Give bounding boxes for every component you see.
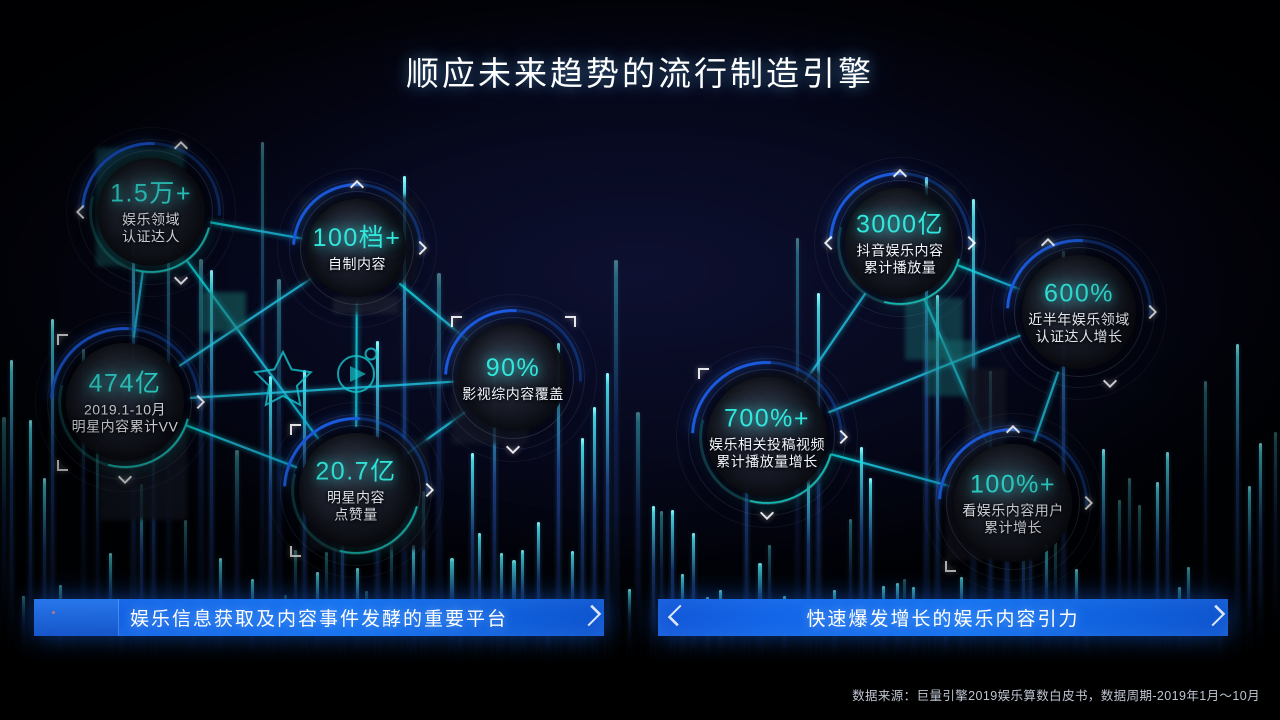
- node-metric-value: 100档+: [312, 224, 402, 253]
- node-text: 90%影视综内容覆盖: [413, 353, 613, 403]
- node-metric-value: 474亿: [88, 369, 162, 398]
- node-metric-value: 700%+: [723, 404, 811, 433]
- node-metric-value: 100%+: [969, 470, 1057, 499]
- corner-bracket-icon: [565, 316, 576, 327]
- metric-node-left-n1[interactable]: 1.5万+娱乐领域认证达人: [52, 113, 250, 311]
- node-metric-label: 累计增长: [984, 519, 1042, 536]
- node-metric-label: 累计播放量增长: [716, 453, 818, 470]
- metric-node-left-n2[interactable]: 100档+ 自制内容: [265, 156, 449, 340]
- page-title: 顺应未来趋势的流行制造引擎: [406, 55, 874, 92]
- corner-bracket-icon: [290, 546, 301, 557]
- metric-node-left-n5[interactable]: 20.7亿明星内容点赞量: [252, 386, 460, 594]
- node-metric-label: 自制内容: [328, 255, 386, 272]
- corner-bracket-icon: [451, 316, 462, 327]
- node-metric-label: 明星内容累计VV: [71, 418, 179, 435]
- metric-node-right-n4[interactable]: 100%+看娱乐内容用户累计增长: [907, 397, 1119, 609]
- banner-right[interactable]: 快速爆发增长的娱乐内容引力: [658, 599, 1228, 636]
- banner-right-label: 快速爆发增长的娱乐内容引力: [806, 609, 1080, 630]
- chevron-right-icon: [1206, 608, 1217, 627]
- node-metric-label: 累计播放量: [863, 259, 937, 276]
- node-metric-value: 90%: [485, 354, 541, 383]
- banner-right-chevron-right[interactable]: [1194, 608, 1228, 627]
- corner-bracket-icon: [698, 368, 709, 379]
- banner-left-chevron-right[interactable]: [570, 608, 604, 627]
- star-outline-icon: [253, 349, 313, 407]
- node-metric-label: 认证达人增长: [1035, 328, 1123, 345]
- metric-node-right-n3[interactable]: 700%+娱乐相关投稿视频累计播放量增长: [659, 329, 875, 545]
- corner-bracket-icon: [57, 334, 68, 345]
- corner-bracket-icon: [57, 460, 68, 471]
- banner-left-label: 娱乐信息获取及内容事件发酵的重要平台: [129, 609, 508, 630]
- data-source-footnote: 数据来源：巨量引擎2019娱乐算数白皮书，数据周期-2019年1月～10月: [852, 689, 1260, 703]
- node-metric-label: 点赞量: [334, 506, 378, 523]
- corner-bracket-icon: [290, 424, 301, 435]
- banner-left-dot-icon: [52, 611, 55, 614]
- banner-left-accent-panel: [34, 599, 119, 636]
- metric-node-right-n2[interactable]: 600%近半年娱乐领域认证达人增长: [975, 208, 1183, 416]
- banner-left[interactable]: 娱乐信息获取及内容事件发酵的重要平台: [34, 599, 604, 636]
- node-metric-label: 认证达人: [122, 228, 180, 245]
- corner-bracket-icon: [945, 561, 956, 572]
- chevron-left-icon: [670, 608, 681, 627]
- chevron-right-icon: [582, 608, 593, 627]
- node-metric-value: 1.5万+: [110, 179, 192, 208]
- banner-right-chevron-left[interactable]: [658, 608, 692, 627]
- metric-node-right-n1[interactable]: 3000亿抖音娱乐内容累计播放量: [799, 142, 1001, 344]
- metric-node-left-n4[interactable]: 90%影视综内容覆盖: [415, 280, 611, 476]
